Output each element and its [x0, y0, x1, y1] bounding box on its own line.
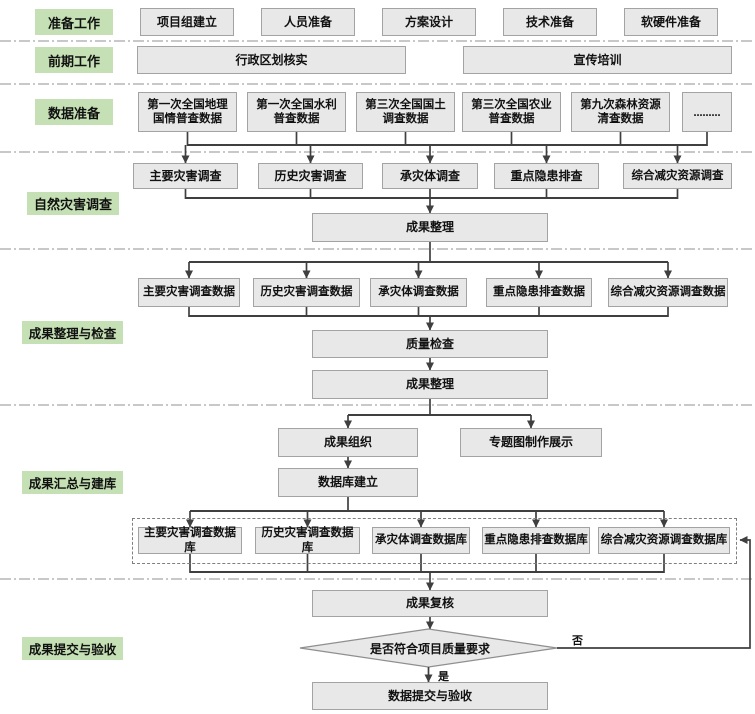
box-land-survey-data: 第三次全国国土 调查数据 [356, 92, 455, 132]
decision-quality-requirement-text: 是否符合项目质量要求 [369, 641, 490, 656]
box-major-disaster-survey: 主要灾害调查 [133, 163, 238, 189]
box-data-submit-accept: 数据提交与验收 [312, 682, 548, 710]
stage-label-submit-accept: 成果提交与验收 [22, 637, 123, 660]
box-geographic-census-data: 第一次全国地理 国情普查数据 [138, 92, 237, 132]
box-quality-check: 质量检查 [312, 330, 548, 358]
box-disaster-bearing-body-survey-database: 承灾体调查数据库 [372, 527, 470, 554]
box-mitigation-resource-survey-database: 综合减灾资源调查数据库 [598, 527, 730, 554]
box-result-organization: 成果组织 [278, 428, 418, 457]
box-historical-disaster-survey: 历史灾害调查 [258, 163, 363, 189]
box-thematic-map-display: 专题图制作展示 [460, 428, 602, 457]
stage-label-data-preparation: 数据准备 [35, 99, 113, 125]
box-technical-preparation: 技术准备 [503, 8, 597, 36]
box-admin-division-verification: 行政区划核实 [137, 46, 406, 74]
stage-label-early-work: 前期工作 [35, 47, 113, 73]
box-agriculture-census-data: 第三次全国农业 普查数据 [462, 92, 561, 132]
box-historical-disaster-survey-data: 历史灾害调查数据 [253, 278, 360, 307]
database-group-container [132, 518, 737, 564]
stage-label-preparation: 准备工作 [35, 9, 113, 35]
box-mitigation-resource-survey: 综合减灾资源调查 [623, 163, 732, 189]
stage-label-result-check: 成果整理与检查 [22, 321, 123, 344]
box-result-organize: 成果整理 [312, 213, 548, 242]
box-publicity-training: 宣传培训 [463, 46, 732, 74]
box-water-census-data: 第一次全国水利 普查数据 [247, 92, 346, 132]
box-historical-disaster-survey-database: 历史灾害调查数据库 [255, 527, 360, 554]
box-personnel-preparation: 人员准备 [261, 8, 355, 36]
branch-label-no: 否 [572, 635, 583, 647]
box-key-hazard-screening-data: 重点隐患排查数据 [486, 278, 592, 307]
stage-label-result-build: 成果汇总与建库 [22, 471, 123, 494]
box-database-build: 数据库建立 [278, 468, 418, 497]
box-software-hardware-prep: 软硬件准备 [624, 8, 718, 36]
box-disaster-bearing-body-survey-data: 承灾体调查数据 [370, 278, 467, 307]
stage-label-disaster-survey: 自然灾害调查 [27, 192, 119, 215]
branch-label-yes: 是 [438, 671, 449, 683]
box-disaster-bearing-body-survey: 承灾体调查 [382, 163, 478, 189]
box-result-organize-2: 成果整理 [312, 370, 548, 399]
box-mitigation-resource-survey-data: 综合减灾资源调查数据 [608, 278, 728, 307]
box-major-disaster-survey-data: 主要灾害调查数据 [138, 278, 240, 307]
box-project-team-setup: 项目组建立 [140, 8, 234, 36]
box-key-hazard-screening-database: 重点隐患排查数据库 [482, 527, 590, 554]
box-forest-inventory-data: 第九次森林资源 清查数据 [571, 92, 670, 132]
box-major-disaster-survey-database: 主要灾害调查数据库 [138, 527, 242, 554]
box-result-recheck: 成果复核 [312, 590, 548, 617]
box-scheme-design: 方案设计 [382, 8, 476, 36]
box-key-hazard-screening: 重点隐患排查 [494, 163, 599, 189]
box-more-data-ellipsis: ......... [682, 92, 732, 132]
